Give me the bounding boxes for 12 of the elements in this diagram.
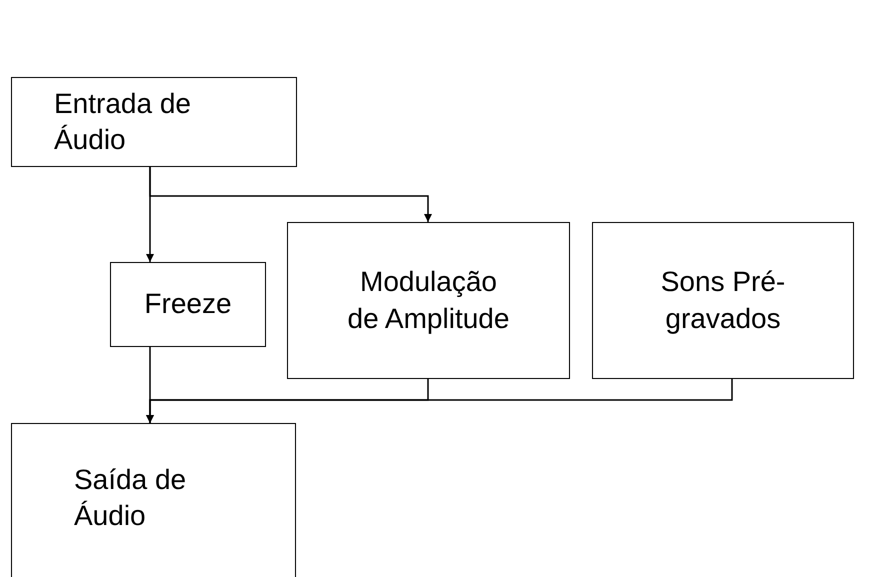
box-label: Sons Pré-gravados xyxy=(660,265,786,336)
process-box xyxy=(592,222,854,379)
arrow xyxy=(146,379,733,423)
box-label: Saída de Áudio xyxy=(74,462,188,533)
process-box xyxy=(11,77,297,167)
process-box xyxy=(287,222,570,379)
box-label: Freeze xyxy=(144,287,232,322)
process-box xyxy=(11,423,296,577)
arrow xyxy=(149,167,432,222)
box-label: Entrada de Áudio xyxy=(54,86,192,157)
process-box xyxy=(110,262,266,347)
box-label: Modulação de Amplitude xyxy=(346,265,510,336)
